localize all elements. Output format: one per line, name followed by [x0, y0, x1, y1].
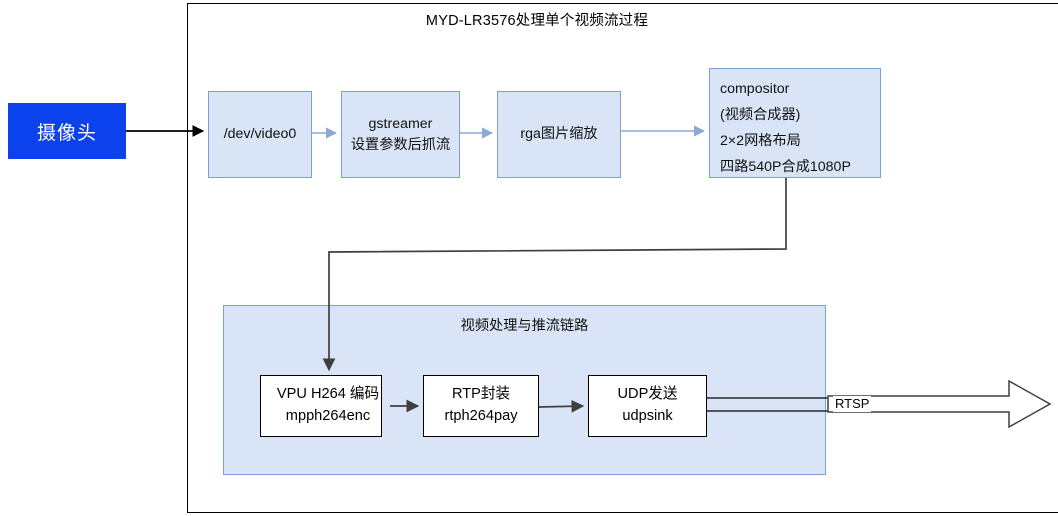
node-vpu-encoder-text: VPU H264 编码 mpph264enc	[277, 384, 379, 428]
node-gstreamer[interactable]: gstreamer 设置参数后抓流	[341, 91, 460, 178]
node-compositor-line1: compositor	[720, 81, 790, 97]
node-vpu-encoder[interactable]: VPU H264 编码 mpph264enc	[260, 375, 382, 437]
rtsp-output-label: RTSP	[833, 396, 872, 412]
page-title: MYD-LR3576处理单个视频流过程	[425, 12, 649, 29]
node-vpu-encoder-line2: mpph264enc	[285, 408, 371, 424]
node-vpu-encoder-line1: VPU H264 编码	[276, 386, 380, 403]
node-udp-sink-line1: UDP发送	[617, 386, 678, 403]
node-udp-sink-text: UDP发送 udpsink	[618, 384, 678, 428]
node-compositor-line2: (视频合成器)	[720, 106, 801, 123]
connector-rtp-to-udp	[539, 399, 585, 413]
node-rga-scale-label: rga图片缩放	[520, 126, 598, 143]
node-compositor-line3: 2×2网格布局	[720, 132, 801, 149]
node-rtp-payloader[interactable]: RTP封装 rtph264pay	[423, 375, 539, 437]
camera-source-node[interactable]: 摄像头	[8, 103, 126, 159]
connector-compositor-to-vpu	[322, 178, 786, 372]
node-gstreamer-line1: gstreamer	[368, 115, 433, 132]
outer-process-frame	[187, 3, 1058, 513]
node-dev-video0[interactable]: /dev/video0	[208, 91, 312, 178]
camera-source-label: 摄像头	[36, 122, 97, 144]
node-rtp-payloader-text: RTP封装 rtph264pay	[444, 384, 517, 428]
node-rtp-payloader-line2: rtph264pay	[444, 408, 518, 424]
rtsp-output-arrow	[828, 381, 1050, 427]
connector-udp-to-output	[707, 398, 828, 411]
node-compositor-line4: 四路540P合成1080P	[720, 158, 851, 175]
chain-container-title: 视频处理与推流链路	[460, 318, 589, 334]
node-udp-sink[interactable]: UDP发送 udpsink	[588, 375, 707, 437]
node-rtp-payloader-line1: RTP封装	[451, 386, 511, 403]
node-dev-video0-label: /dev/video0	[223, 126, 297, 143]
node-gstreamer-text: gstreamer 设置参数后抓流	[351, 114, 450, 155]
node-rga-scale[interactable]: rga图片缩放	[497, 91, 621, 178]
node-compositor[interactable]: compositor (视频合成器) 2×2网格布局 四路540P合成1080P	[709, 68, 881, 178]
node-udp-sink-line2: udpsink	[622, 408, 673, 424]
node-gstreamer-line2: 设置参数后抓流	[350, 136, 451, 153]
